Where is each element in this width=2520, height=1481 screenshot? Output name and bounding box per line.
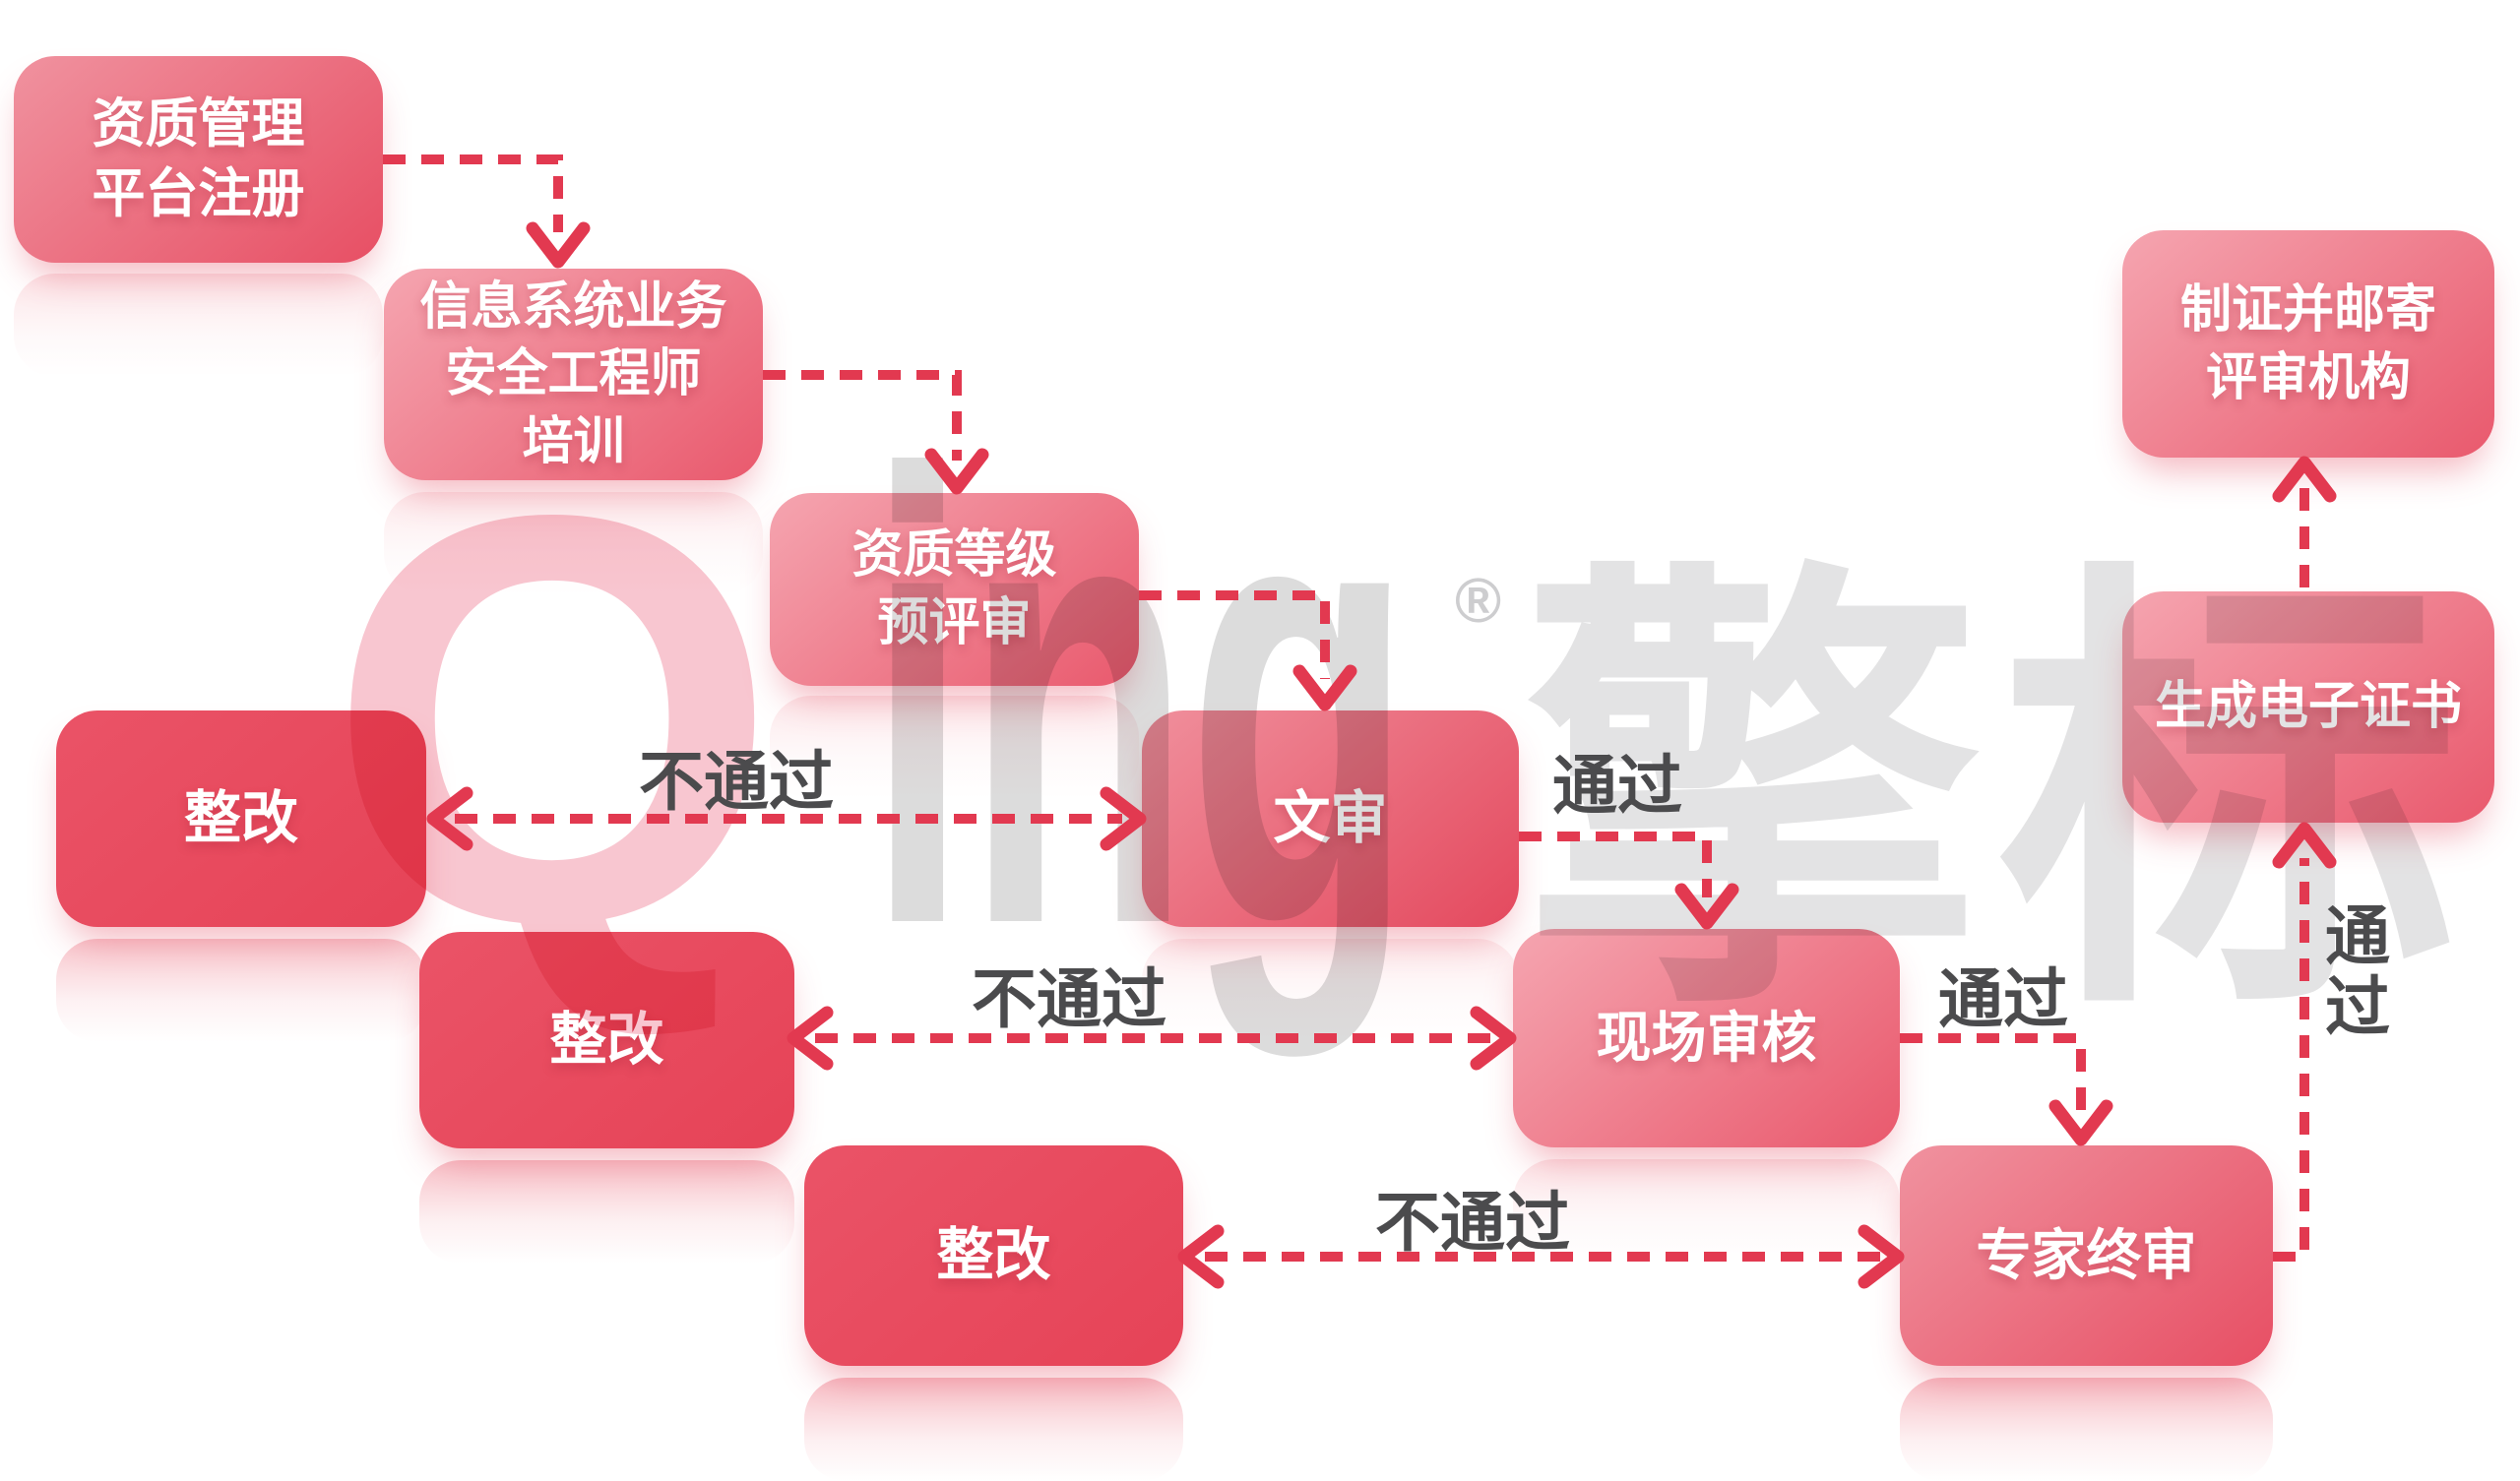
- arrowhead-right-icon: [1470, 1006, 1517, 1071]
- edge-prereview-to-docreview: [1139, 590, 1330, 679]
- node-label: 资质管理 平台注册: [92, 93, 305, 223]
- node-reflection: [1142, 939, 1519, 1042]
- flow-node-onsite-audit: 现场审核: [1513, 929, 1900, 1147]
- connector-arrows: [383, 154, 2337, 1289]
- flow-node-engineer-training: 信息系统业务 安全工程师 培训: [384, 269, 763, 480]
- edge-label-fail-final: 不通过: [1375, 1186, 1570, 1259]
- edge-label-fail-doc: 不通过: [639, 745, 834, 818]
- arrowhead-up-icon: [2272, 822, 2337, 869]
- edge-label-pass-site: 通过: [1938, 962, 2068, 1035]
- arrowhead-left-icon: [787, 1006, 834, 1071]
- node-label: 信息系统业务 安全工程师 培训: [419, 278, 727, 470]
- node-reflection: [1513, 1159, 1900, 1263]
- node-label: 整改: [936, 1222, 1051, 1287]
- flow-node-rectify-3: 整改: [804, 1145, 1183, 1366]
- arrowhead-down-icon: [526, 221, 591, 269]
- node-reflection: [419, 1160, 794, 1264]
- node-label: 现场审核: [1596, 1007, 1817, 1070]
- node-label: 文审: [1273, 785, 1388, 850]
- flow-node-generate-ecert: 生成电子证书: [2122, 591, 2494, 823]
- arrowhead-down-icon: [1674, 883, 1739, 930]
- flow-node-issue-mail-cert: 制证并邮寄 评审机构: [2122, 230, 2494, 458]
- node-label: 制证并邮寄 评审机构: [2179, 280, 2436, 406]
- node-label: 生成电子证书: [2154, 678, 2462, 736]
- arrowhead-left-icon: [426, 786, 473, 851]
- arrowhead-down-icon: [1292, 664, 1357, 711]
- edge-onsite-to-expert: [1900, 1033, 2086, 1116]
- edge-label-pass-doc: 通过: [1552, 749, 1682, 822]
- edge-expert-to-ecert: [2273, 858, 2309, 1262]
- edge-training-to-prereview: [763, 370, 962, 461]
- node-label: 专家终审: [1976, 1224, 2197, 1287]
- node-label: 整改: [549, 1007, 664, 1072]
- flow-node-platform-register: 资质管理 平台注册: [14, 56, 383, 263]
- flow-node-document-review: 文审: [1142, 710, 1519, 927]
- node-label: 资质等级 预评审: [851, 526, 1057, 651]
- arrowhead-down-icon: [2048, 1099, 2113, 1146]
- edge-register-to-training: [383, 154, 563, 232]
- flow-node-rectify-1: 整改: [56, 710, 426, 927]
- node-label: 整改: [183, 785, 298, 850]
- arrowhead-right-icon: [1858, 1224, 1905, 1289]
- edge-label-fail-site: 不通过: [972, 962, 1166, 1035]
- arrowhead-right-icon: [1100, 786, 1147, 851]
- flowchart-canvas: 资质管理 平台注册 信息系统业务 安全工程师 培训 资质等级 预评审 文审 整改…: [14, 56, 2494, 1481]
- node-reflection: [14, 274, 383, 377]
- node-reflection: [56, 939, 426, 1042]
- arrowhead-up-icon: [2272, 456, 2337, 503]
- node-reflection: [770, 696, 1139, 799]
- edge-label-pass-final: 通过: [2316, 901, 2389, 1043]
- flow-node-rectify-2: 整改: [419, 932, 794, 1148]
- node-reflection: [384, 492, 763, 595]
- arrowhead-left-icon: [1177, 1224, 1225, 1289]
- flow-node-pre-review: 资质等级 预评审: [770, 493, 1139, 686]
- flow-node-expert-final-review: 专家终审: [1900, 1145, 2273, 1366]
- arrowhead-down-icon: [924, 448, 989, 495]
